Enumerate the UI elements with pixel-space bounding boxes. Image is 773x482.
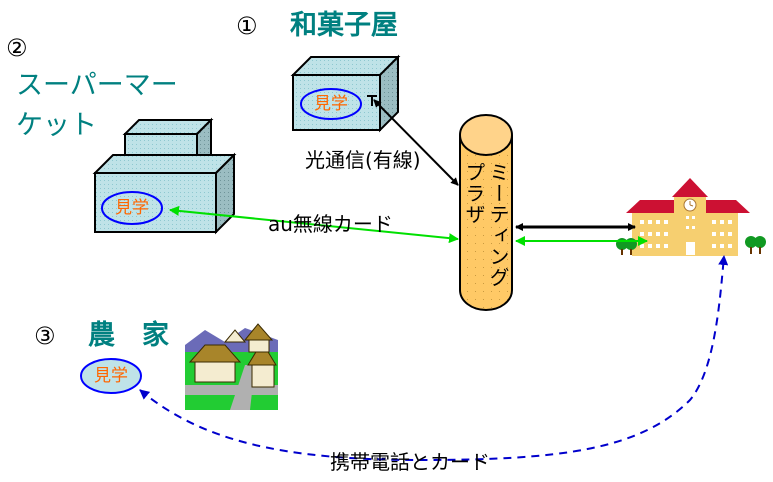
wireless-link-line xyxy=(169,205,459,244)
wagashiya-title: 和菓子屋 xyxy=(290,10,398,41)
mobile-link-label: 携帯電話とカード xyxy=(330,450,490,474)
supermarket-title-line2: ケット xyxy=(16,110,97,141)
mobile-link-curve xyxy=(139,255,729,462)
meeting-plaza-label-col2: プラザ xyxy=(462,162,486,225)
farmhouse-badge: 見学 xyxy=(94,366,128,386)
supermarket-number: ② xyxy=(6,34,28,62)
wagashiya-number: ① xyxy=(236,12,258,40)
supermarket-title-line1: スーパーマー xyxy=(16,70,178,101)
supermarket-box xyxy=(92,117,237,235)
farmhouse-number: ③ xyxy=(34,322,56,350)
wagashiya-badge: 見学 xyxy=(314,94,348,114)
wireless-link-label: au無線カード xyxy=(268,212,393,236)
farmhouse-badge-ring xyxy=(80,358,142,394)
school-illustration xyxy=(616,178,766,256)
supermarket-badge: 見学 xyxy=(115,198,149,218)
meeting-plaza-label-col1: ミーティング xyxy=(486,162,510,288)
fiber-link-label: 光通信(有線) xyxy=(305,148,421,172)
farm-illustration xyxy=(185,322,278,410)
farmhouse-title: 農 家 xyxy=(88,320,169,351)
fiber-link-line xyxy=(373,99,459,186)
